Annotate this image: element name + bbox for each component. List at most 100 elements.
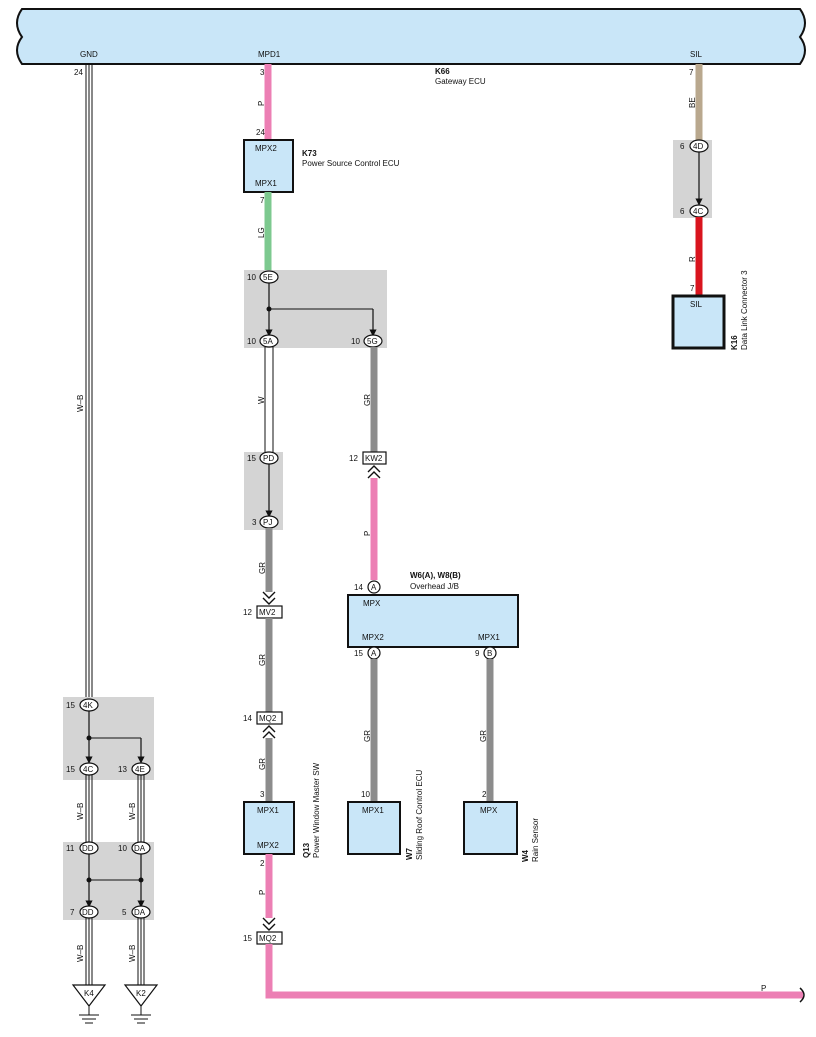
connector-mq2-bottom-pin: 15: [243, 934, 252, 943]
connector-da-bottom-id: DA: [134, 908, 146, 917]
ground-k2-icon: [123, 984, 159, 1024]
k73-mpx1: MPX1: [255, 179, 277, 188]
connector-4k-id: 4K: [83, 701, 93, 710]
overhead-connector-right-id: B: [487, 649, 492, 658]
q13-name: Power Window Master SW: [312, 762, 321, 858]
wire-label-wb-main: W–B: [76, 395, 85, 412]
wire-label-p-bottom: P: [761, 984, 766, 993]
connector-mq2-chevron-icon: [262, 725, 276, 739]
connector-dd-top-id: DD: [82, 844, 94, 853]
connector-5e-pin: 10: [247, 273, 256, 282]
wire-wb-4e-da: [137, 775, 145, 842]
w4-name: Rain Sensor: [531, 818, 540, 862]
connector-4d-id: 4D: [693, 142, 703, 151]
w4-code: W4: [521, 849, 530, 862]
connector-4c-sil-pin: 6: [680, 207, 685, 216]
wire-label-wb-4c: W–B: [76, 803, 85, 820]
wire-w: [264, 347, 274, 452]
overhead-mpx1: MPX1: [478, 633, 500, 642]
connector-da-bottom-pin: 5: [122, 908, 127, 917]
wire-label-gr-w7: GR: [363, 730, 372, 742]
overhead-connector-top: [367, 580, 381, 594]
connector-5g-pin: 10: [351, 337, 360, 346]
k73-code: K73: [302, 149, 317, 158]
junction-4d-4c: [673, 140, 712, 218]
connector-4e-id: 4E: [135, 765, 145, 774]
connector-da-top-pin: 10: [118, 844, 127, 853]
connector-5g-id: 5G: [367, 337, 378, 346]
connector-mv2-pin: 12: [243, 608, 252, 617]
wire-wb-da-k2: [137, 918, 145, 985]
q13-pin-bottom: 2: [260, 859, 265, 868]
wire-label-gr-mq2: GR: [258, 758, 267, 770]
connector-mv2-chevron-icon: [262, 591, 276, 605]
w7-name: Sliding Roof Control ECU: [415, 770, 424, 860]
wire-gnd-main: [85, 64, 93, 697]
overhead-name: Overhead J/B: [410, 582, 459, 591]
sil-pin-label: SIL: [690, 50, 703, 59]
connector-pj-id: PJ: [263, 518, 272, 527]
connector-kw2-chevron-icon: [367, 465, 381, 479]
connector-5a: [259, 334, 279, 348]
w7-code: W7: [405, 847, 414, 860]
w7-ecu-box: [347, 801, 401, 855]
k16-code: K16: [730, 335, 739, 350]
gateway-name: Gateway ECU: [435, 77, 486, 86]
k73-name: Power Source Control ECU: [302, 159, 400, 168]
mpd1-pin-label: MPD1: [258, 50, 281, 59]
connector-pj-pin: 3: [252, 518, 257, 527]
connector-kw2-id: KW2: [365, 454, 383, 463]
connector-dd-top-pin: 11: [66, 844, 75, 853]
wire-label-w: W: [257, 396, 266, 404]
wire-label-lg: LG: [257, 227, 266, 238]
wire-label-wb-dd: W–B: [76, 945, 85, 962]
mpd1-pin-number: 3: [260, 68, 265, 77]
wire-label-wb-da: W–B: [128, 945, 137, 962]
connector-mq2-bottom-chevron-icon: [262, 917, 276, 931]
q13-mpx1: MPX1: [257, 806, 279, 815]
wire-label-gr-5g: GR: [363, 394, 372, 406]
overhead-pin-left: 15: [354, 649, 363, 658]
k16-name: Data Link Connector 3: [740, 270, 749, 350]
gnd-pin-number: 24: [74, 68, 83, 77]
connector-mq2-bottom-id: MQ2: [259, 934, 277, 943]
overhead-pin-right: 9: [475, 649, 480, 658]
q13-pin-top: 3: [260, 790, 265, 799]
connector-4k-pin: 15: [66, 701, 75, 710]
wire-continuation-icon: [799, 987, 805, 1003]
connector-kw2-pin: 12: [349, 454, 358, 463]
wire-label-gr-pj: GR: [258, 562, 267, 574]
overhead-jb-box: [347, 594, 519, 648]
connector-dd-bottom-id: DD: [82, 908, 94, 917]
connector-5a-id: 5A: [263, 337, 273, 346]
k73-pin-top: 24: [256, 128, 265, 137]
w7-pin: 10: [361, 790, 370, 799]
w4-sensor-box: [463, 801, 518, 855]
w4-mpx: MPX: [480, 806, 498, 815]
connector-4c-id: 4C: [83, 765, 93, 774]
k16-sil-label: SIL: [690, 300, 703, 309]
k16-pin: 7: [690, 284, 695, 293]
overhead-connector-top-id: A: [371, 583, 377, 592]
wire-label-be: BE: [688, 97, 697, 108]
overhead-connector-left-id: A: [371, 649, 377, 658]
gnd-pin-label: GND: [80, 50, 98, 59]
wire-label-p1: P: [257, 101, 266, 106]
wire-label-p-kw2: P: [363, 531, 372, 536]
wire-wb-dd-k4: [85, 918, 93, 985]
w7-mpx1: MPX1: [362, 806, 384, 815]
overhead-mpx2: MPX2: [362, 633, 384, 642]
connector-4c-pin: 15: [66, 765, 75, 774]
q13-code: Q13: [302, 842, 311, 858]
ground-k4-label: K4: [84, 989, 94, 998]
connector-5e-id: 5E: [263, 273, 273, 282]
gateway-ecu: [16, 8, 806, 65]
overhead-mpx: MPX: [363, 599, 381, 608]
ground-k2-label: K2: [136, 989, 146, 998]
overhead-pin-top: 14: [354, 583, 363, 592]
k16-dlc-box: [671, 294, 726, 350]
sil-pin-number: 7: [689, 68, 694, 77]
w4-pin: 2: [482, 790, 487, 799]
connector-4e-pin: 13: [118, 765, 127, 774]
wire-label-gr-w4: GR: [479, 730, 488, 742]
